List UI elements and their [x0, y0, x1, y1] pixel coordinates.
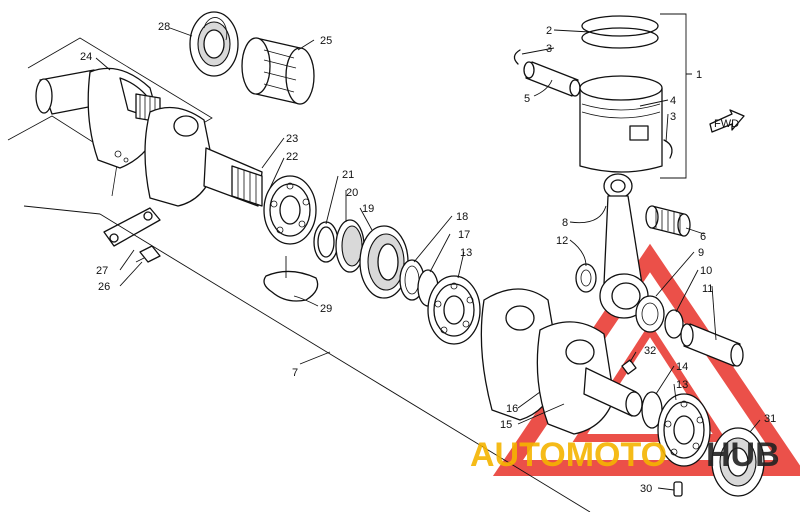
circlip-3-side: [663, 139, 673, 159]
callout-10: 10: [700, 265, 712, 277]
callout-3-top: 3: [546, 43, 552, 55]
callout-5: 5: [524, 93, 530, 105]
callout-30: 30: [640, 483, 652, 495]
circlip-29: [263, 270, 319, 302]
crank-pin-11: [680, 323, 744, 367]
seal-rings-19-21: [313, 219, 409, 299]
callout-20: 20: [346, 187, 358, 199]
callout-11: 11: [702, 283, 713, 295]
thrust-washer-12: [575, 263, 597, 293]
crank-half-24: [7, 37, 213, 197]
callout-21: 21: [342, 169, 354, 181]
callout-2: 2: [546, 25, 552, 37]
washer-10: [664, 309, 684, 339]
callout-6: 6: [700, 231, 706, 243]
callout-7: 7: [292, 367, 298, 379]
fwd-arrow-icon: FWD: [709, 109, 745, 133]
callout-28: 28: [158, 21, 170, 33]
bearing-13-right: [657, 393, 711, 467]
callout-23: 23: [286, 133, 298, 145]
callout-14: 14: [676, 361, 688, 373]
callout-13-left: 13: [460, 247, 472, 259]
callout-26: 26: [98, 281, 110, 293]
callout-27: 27: [96, 265, 108, 277]
oil-seal-31: [711, 427, 765, 497]
leader-lines: [95, 27, 761, 491]
callout-3-side: 3: [670, 111, 676, 123]
assembly-bracket-7: [23, 205, 591, 512]
pin-32: [621, 359, 637, 375]
small-end-bearing-6: [645, 205, 691, 237]
callout-1: 1: [696, 69, 702, 81]
bearing-28: [189, 11, 239, 77]
circlip-3-top: [513, 49, 521, 65]
callout-15: 15: [500, 419, 512, 431]
callout-17: 17: [458, 229, 470, 241]
rings-17-18: [399, 259, 439, 307]
screw-26: [135, 245, 161, 263]
lock-plate-27: [103, 207, 161, 247]
watermark-text-hub: HUB: [706, 436, 780, 474]
callout-24: 24: [80, 51, 92, 63]
callout-8: 8: [562, 217, 568, 229]
dowel-30: [673, 481, 683, 497]
piston-rings-2: [581, 15, 659, 49]
callout-25: 25: [320, 35, 332, 47]
fwd-label: FWD: [714, 118, 739, 130]
callout-16: 16: [506, 403, 518, 415]
crank-half-15-16: [480, 288, 643, 435]
crank-half-22-23: [144, 106, 263, 207]
callout-22: 22: [286, 151, 298, 163]
callout-31: 31: [764, 413, 776, 425]
callout-32: 32: [644, 345, 656, 357]
callout-labels: 1 2 3 4 3 5 6 7 8 9 10 11 12 13 13 14 15…: [80, 21, 776, 495]
bearing-13-left: [427, 275, 481, 345]
piston-4: [579, 75, 663, 173]
bearing-22: [263, 175, 317, 245]
piston-pin-5: [523, 61, 581, 97]
callout-18: 18: [456, 211, 468, 223]
callout-9: 9: [698, 247, 704, 259]
watermark-text: AUTOMOTO HUB: [470, 436, 780, 474]
connecting-rod-8: [599, 173, 649, 319]
callout-12: 12: [556, 235, 568, 247]
callout-13-right: 13: [676, 379, 688, 391]
needle-cage-25: [241, 37, 315, 105]
big-end-bearing-9: [635, 295, 665, 333]
watermark-text-automoto: AUTOMOTO: [470, 436, 667, 474]
callout-19: 19: [362, 203, 374, 215]
callout-4: 4: [670, 95, 676, 107]
callout-29: 29: [320, 303, 332, 315]
